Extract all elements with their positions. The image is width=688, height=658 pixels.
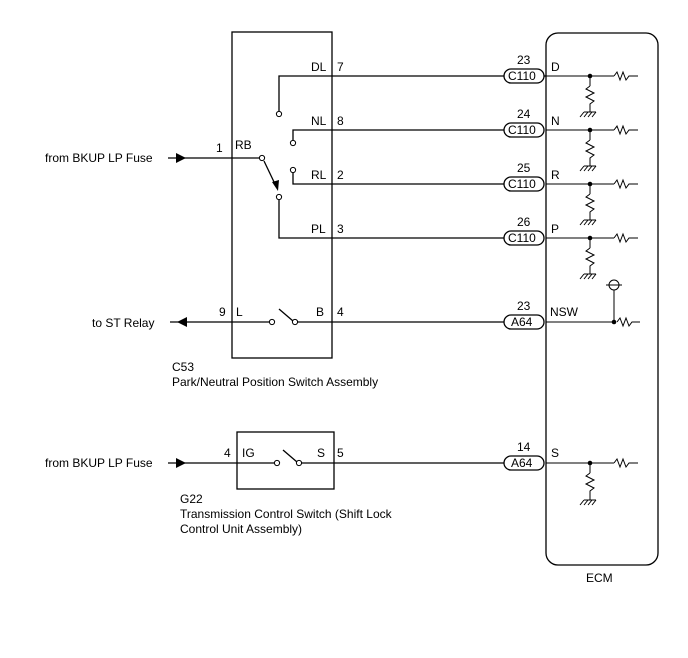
pin-b-label: B <box>316 305 324 319</box>
connector-p-code: C110 <box>508 231 536 245</box>
bkup-fuse-label-top: from BKUP LP Fuse <box>45 151 153 165</box>
connector-nsw-code: A64 <box>511 315 533 329</box>
l-b-switch-arm <box>278 308 294 322</box>
pin-rb-label: RB <box>235 138 252 152</box>
connector-n <box>503 122 545 138</box>
ecm-label: ECM <box>586 571 613 585</box>
pin-dl-label: DL <box>311 60 327 74</box>
terminal-n: N <box>551 114 560 128</box>
g22-name-line1: Transmission Control Switch (Shift Lock <box>180 507 393 521</box>
pin-pl-label: PL <box>311 222 326 236</box>
connector-nsw <box>503 314 545 330</box>
pin-ig-number: 4 <box>224 446 231 460</box>
pin-b-number: 4 <box>337 305 344 319</box>
pin-rl-number: 2 <box>337 168 344 182</box>
connector-n-pin: 24 <box>517 107 531 121</box>
input-arrow-top <box>176 153 186 163</box>
connector-r-code: C110 <box>508 177 536 191</box>
g22-code: G22 <box>180 492 203 506</box>
connector-r <box>503 176 545 192</box>
rl-wire <box>292 173 504 185</box>
pin-s-label: S <box>317 446 325 460</box>
selector-arm-arrow <box>272 180 279 191</box>
pin-pl-number: 3 <box>337 222 344 236</box>
pl-contact <box>275 193 283 201</box>
connector-nsw-pin: 23 <box>517 299 531 313</box>
c53-code: C53 <box>172 360 194 374</box>
c53-switch-box <box>231 31 333 359</box>
connector-d-code: C110 <box>508 69 536 83</box>
selector-arm <box>263 160 276 185</box>
connector-n-code: C110 <box>508 123 536 137</box>
ig-contact <box>273 459 281 467</box>
connector-d-pin: 23 <box>517 53 531 67</box>
pin-l-label: L <box>236 305 243 319</box>
c53-name: Park/Neutral Position Switch Assembly <box>172 375 378 389</box>
nl-wire <box>292 129 504 140</box>
g22-switch-arm <box>282 449 298 463</box>
pin-l-number: 9 <box>219 305 226 319</box>
ecm-box <box>545 32 659 566</box>
ecm-internal-circuits <box>546 70 640 506</box>
connector-p <box>503 230 545 246</box>
pin-rl-label: RL <box>311 168 327 182</box>
bkup-fuse-label-bottom: from BKUP LP Fuse <box>45 456 153 470</box>
connector-s <box>503 455 545 471</box>
l-contact <box>268 318 276 326</box>
pin-dl-number: 7 <box>337 60 344 74</box>
connector-s-code: A64 <box>511 456 533 470</box>
terminal-r: R <box>551 168 560 182</box>
connector-s-pin: 14 <box>517 440 531 454</box>
pl-wire <box>278 200 504 239</box>
pin-ig-label: IG <box>242 446 255 460</box>
connector-r-pin: 25 <box>517 161 531 175</box>
rb-contact <box>258 154 266 162</box>
input-arrow-bottom <box>176 458 186 468</box>
dl-contact <box>275 110 283 118</box>
pin-s-number: 5 <box>337 446 344 460</box>
b-contact <box>291 318 299 326</box>
pin-nl-number: 8 <box>337 114 344 128</box>
terminal-d: D <box>551 60 560 74</box>
terminal-nsw: NSW <box>550 305 579 319</box>
output-arrow-st-relay <box>177 317 187 327</box>
terminal-s: S <box>551 446 559 460</box>
g22-switch-box <box>236 431 335 490</box>
s-contact <box>295 459 303 467</box>
terminal-p: P <box>551 222 559 236</box>
nl-contact <box>289 139 297 147</box>
pin-nl-label: NL <box>311 114 327 128</box>
pin-rb-number: 1 <box>216 141 223 155</box>
connector-p-pin: 26 <box>517 215 531 229</box>
dl-wire <box>278 75 504 111</box>
g22-name-line2: Control Unit Assembly) <box>180 522 302 536</box>
st-relay-label: to ST Relay <box>92 316 154 330</box>
rl-contact <box>289 166 297 174</box>
